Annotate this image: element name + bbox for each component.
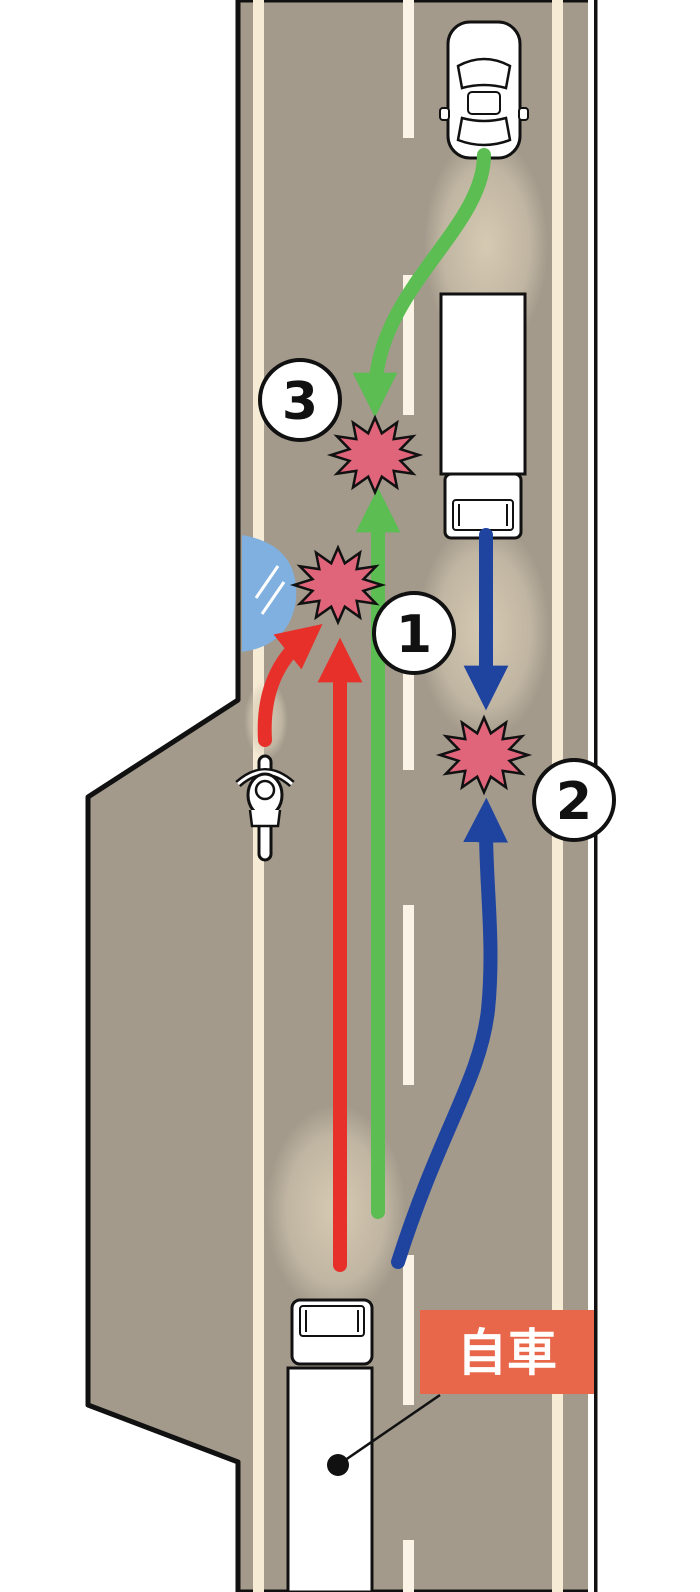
green-path-oncoming-car <box>352 148 491 418</box>
marker-3: 3 <box>258 358 342 442</box>
own-vehicle-label-box <box>420 1310 594 1394</box>
label-leader-line <box>337 1393 441 1467</box>
marker-2: 2 <box>532 758 616 842</box>
bicycle-icon <box>235 754 295 862</box>
crash-burst-2 <box>435 714 533 796</box>
own-vehicle-label: 自車 <box>457 1324 557 1382</box>
own-truck <box>286 1298 374 1592</box>
red-path-cyclist <box>257 623 323 747</box>
truck-icon <box>439 292 527 540</box>
car-icon <box>439 20 529 160</box>
crash-burst-1 <box>289 544 387 626</box>
blue-path-own-truck <box>391 797 509 1269</box>
center-dashed-line <box>403 0 414 1592</box>
crash-burst-3 <box>326 414 424 496</box>
svg-text:2: 2 <box>556 772 592 832</box>
svg-text:1: 1 <box>396 605 432 665</box>
marker-1: 1 <box>372 591 456 675</box>
svg-text:3: 3 <box>282 372 318 432</box>
building-icon <box>242 535 297 652</box>
